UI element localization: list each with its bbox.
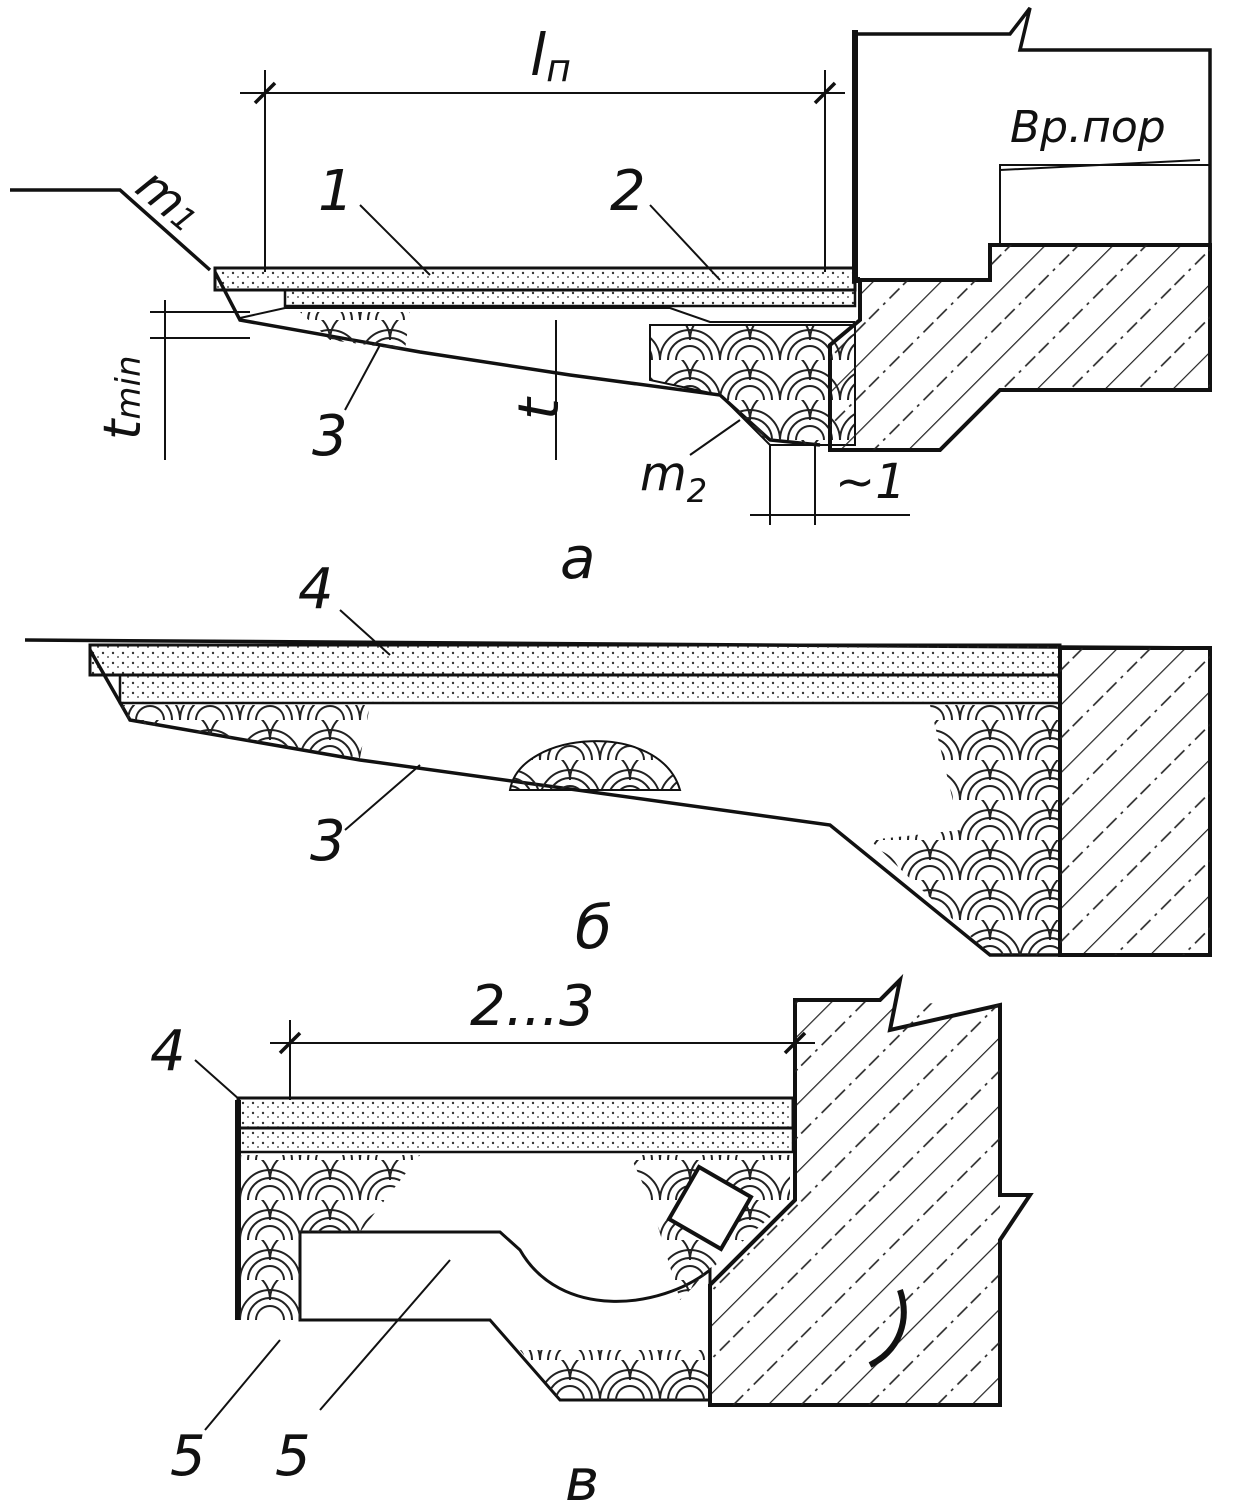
caption-b: б bbox=[575, 893, 612, 963]
wall-a-top bbox=[855, 6, 1212, 390]
leader-2 bbox=[649, 204, 721, 281]
leader-4c bbox=[194, 1059, 241, 1101]
caption-c: в bbox=[565, 1446, 599, 1511]
dim-tick-ln-right bbox=[813, 81, 837, 105]
label-m1: m1 bbox=[125, 157, 212, 243]
wall-a bbox=[852, 30, 860, 283]
leader-3 bbox=[344, 344, 381, 411]
dim-label-c: 2...3 bbox=[470, 974, 595, 1039]
concrete-block-c-dash bbox=[710, 1000, 1000, 1405]
apron-slab-c-lower bbox=[236, 1126, 795, 1154]
threshold-top-line bbox=[999, 164, 1210, 245]
leader-5c-right bbox=[319, 1259, 451, 1411]
stone-fill-b-left bbox=[120, 705, 370, 758]
callout-1: 1 bbox=[318, 159, 354, 224]
label-m2: m2 bbox=[640, 446, 707, 510]
figure-a: lп Вр.пор m1 1 2 3 tmin t m2 ~1 а bbox=[10, 6, 1212, 592]
label-t: t bbox=[507, 396, 572, 420]
figure-c: 2...3 4 5 5 в bbox=[150, 973, 1034, 1511]
caption-a: а bbox=[560, 524, 596, 592]
dim-tick-c-right bbox=[783, 1031, 807, 1055]
apron-slab-c bbox=[236, 1096, 795, 1130]
stone-fill-b-right bbox=[870, 705, 1060, 955]
stone-fill-a bbox=[649, 324, 856, 446]
callout-3: 3 bbox=[312, 404, 348, 469]
dim-tick-c-left bbox=[278, 1031, 302, 1055]
callout-5c-right: 5 bbox=[275, 1424, 311, 1489]
label-approx: ~1 bbox=[835, 454, 906, 510]
apron-slab-layer-2 bbox=[283, 288, 857, 308]
callout-4c: 4 bbox=[150, 1019, 186, 1084]
apron-slab-b bbox=[88, 643, 1062, 677]
leader-4b bbox=[339, 609, 391, 656]
callout-3b: 3 bbox=[310, 809, 346, 874]
callout-2: 2 bbox=[610, 159, 646, 224]
drain-block-c bbox=[666, 1164, 754, 1252]
concrete-block-a-dash bbox=[830, 245, 1210, 450]
stone-fill-b-mid bbox=[508, 740, 682, 791]
figure-b: 4 3 б bbox=[24, 557, 1212, 963]
arc-mark-c bbox=[868, 1289, 907, 1368]
stone-fill-c-bottom bbox=[520, 1350, 710, 1400]
leader-vrpor bbox=[999, 159, 1201, 171]
leader-3b bbox=[344, 764, 421, 831]
leader-1 bbox=[359, 204, 431, 276]
apron-slab-b-lower bbox=[118, 673, 1062, 705]
stone-fill-c-left bbox=[240, 1155, 420, 1320]
callout-5c-left: 5 bbox=[170, 1424, 206, 1489]
callout-4b: 4 bbox=[298, 557, 334, 622]
dim-tick-ln-left bbox=[253, 81, 277, 105]
leader-5c-left bbox=[204, 1339, 281, 1431]
filter-upper-line bbox=[239, 307, 855, 323]
leader-m2 bbox=[689, 419, 741, 456]
concrete-block-b-dash bbox=[1060, 648, 1210, 955]
stone-fill-a-left bbox=[300, 312, 410, 350]
upstream-ground-line bbox=[10, 188, 212, 272]
label-tmin: tmin bbox=[93, 355, 153, 440]
label-ln: lп bbox=[530, 21, 571, 90]
label-vrpor: Вр.пор bbox=[1010, 102, 1166, 153]
apron-slab-layer bbox=[213, 266, 857, 292]
